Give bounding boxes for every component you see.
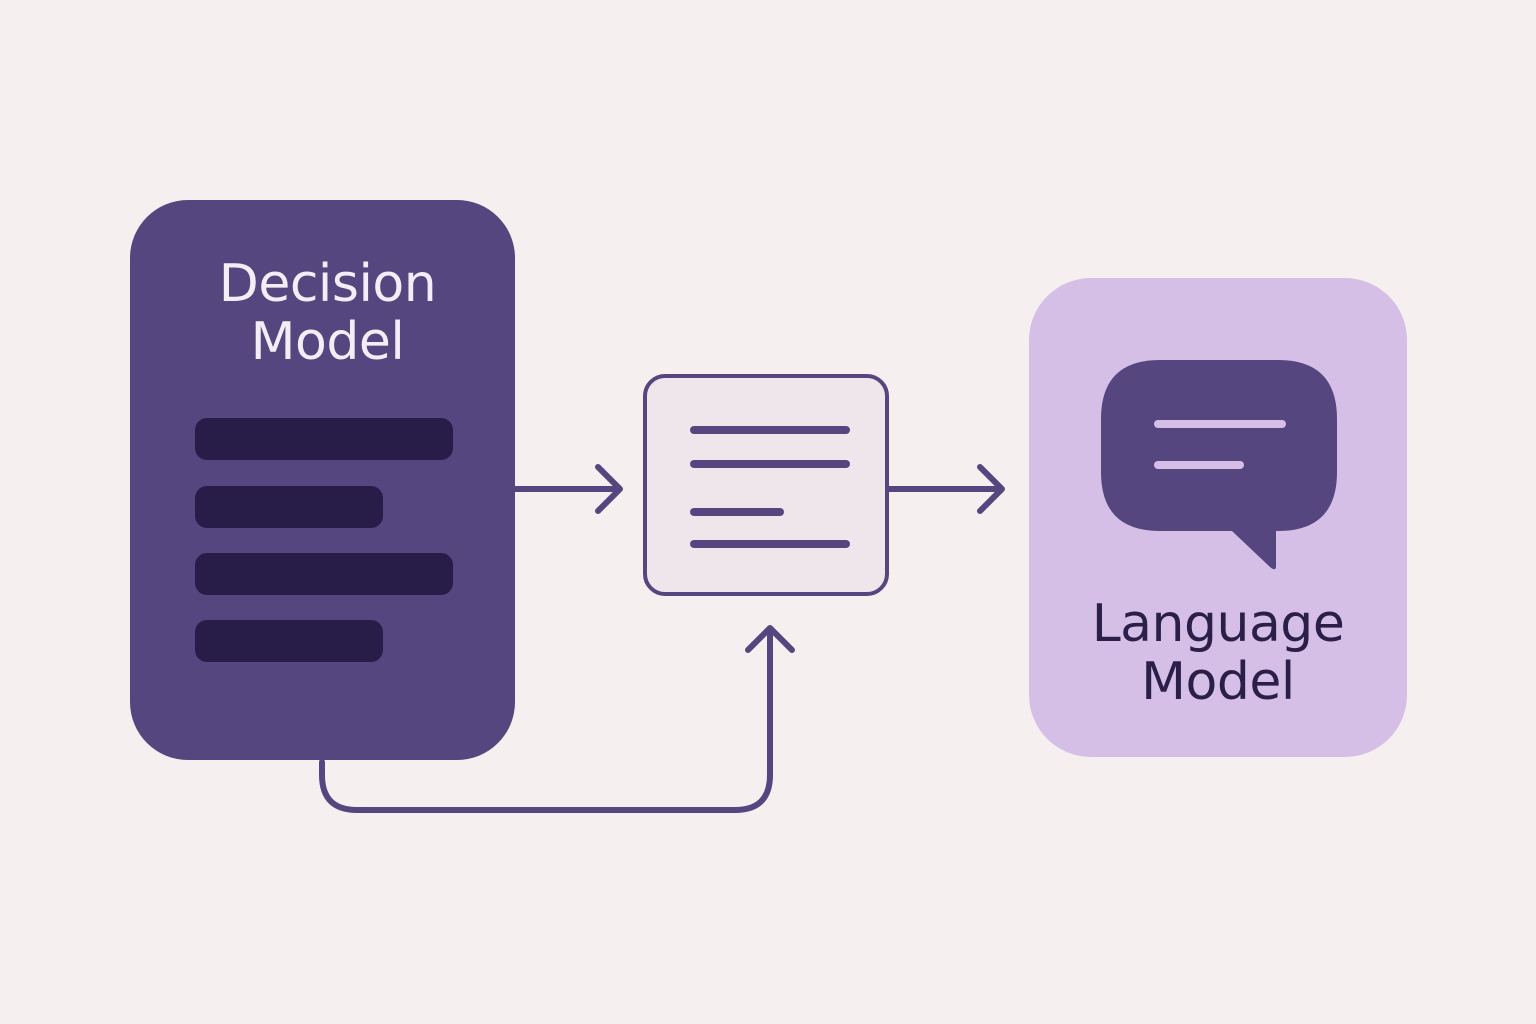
decision-model-title: Decision Model [0,255,655,371]
decision-model-bar [195,418,453,460]
decision-model-title-line-2: Model [250,312,405,372]
decision-model-bar [195,553,453,595]
document-line [690,426,850,434]
language-model-title-line-1: Language [1091,594,1345,654]
decision-model-title-line-1: Decision [218,254,437,314]
decision-model-bar [195,486,383,528]
document-card [643,374,889,596]
arrow-decision-to-document [512,464,623,514]
language-model-title: Language Model [1029,595,1407,711]
document-line [690,508,784,516]
language-model-title-line-2: Model [1141,652,1295,712]
arrow-document-to-language [886,464,1005,514]
document-line [690,540,850,548]
decision-model-bar [195,620,383,662]
document-line [690,460,850,468]
